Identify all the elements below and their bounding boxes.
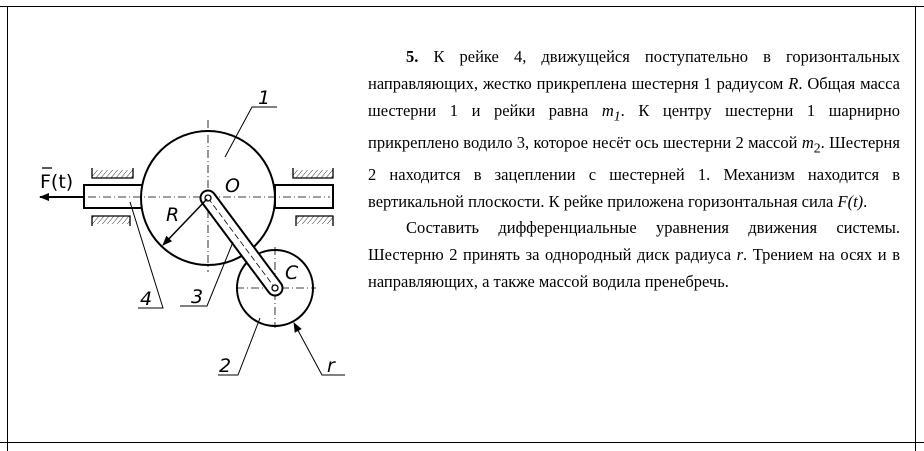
guide-bottom-right bbox=[295, 215, 334, 226]
label-gear-1: 1 bbox=[258, 87, 270, 109]
label-gear-2: 2 bbox=[219, 355, 231, 377]
subscript-2: 2 bbox=[813, 139, 821, 155]
radius-R-arrow bbox=[162, 198, 208, 246]
label-center-c: C bbox=[285, 262, 299, 284]
frame-left-line bbox=[7, 6, 8, 451]
text-span: . bbox=[863, 191, 868, 211]
leader-lines bbox=[129, 106, 345, 376]
text-span: . Общая масса шестерни 1 и рейки равна bbox=[368, 73, 900, 120]
paragraph-1: 5. К рейке 4, движущейся поступательно в… bbox=[368, 44, 900, 215]
frame-bottom-line bbox=[0, 442, 924, 443]
label-carrier-3: 3 bbox=[191, 286, 203, 308]
rack-left bbox=[83, 184, 143, 209]
text-span: . Трением на осях и в направляющих, а та… bbox=[368, 245, 900, 291]
carrier-3 bbox=[199, 189, 284, 297]
label-radius-R: R bbox=[166, 204, 179, 226]
guide-top-left bbox=[91, 168, 134, 179]
symbol-F: F(t) bbox=[837, 191, 864, 211]
text-span: Составить дифференциальные уравнения дви… bbox=[368, 218, 900, 265]
symbol-R: R bbox=[788, 73, 799, 93]
paragraph-2: Составить дифференциальные уравнения дви… bbox=[368, 215, 900, 295]
symbol-m2: m bbox=[801, 132, 814, 152]
symbol-m1: m bbox=[601, 100, 614, 120]
text-span: К рейке 4, движущейся поступательно в го… bbox=[368, 47, 900, 93]
label-center-o: O bbox=[225, 175, 240, 197]
rack-right bbox=[274, 184, 334, 209]
guide-top-right bbox=[292, 168, 334, 179]
mechanism-diagram: F(t) 1 O R C 4 3 2 r bbox=[39, 87, 345, 377]
symbol-r: r bbox=[736, 245, 744, 265]
text-span: . К центру шестерни 1 шарнирно прикрепле… bbox=[368, 100, 900, 152]
force-label: F(t) bbox=[40, 171, 73, 193]
text-span: . Шестерня 2 находится в зацеплении с ше… bbox=[368, 132, 900, 211]
frame-right-line bbox=[915, 6, 916, 451]
problem-text: 5. К рейке 4, движущейся поступательно в… bbox=[368, 44, 900, 296]
label-rack-4: 4 bbox=[140, 288, 152, 310]
problem-number: 5. bbox=[406, 47, 419, 66]
frame-top-line bbox=[0, 6, 924, 7]
label-radius-r: r bbox=[327, 355, 336, 377]
subscript-1: 1 bbox=[613, 107, 621, 123]
guide-bottom-left bbox=[91, 215, 131, 226]
